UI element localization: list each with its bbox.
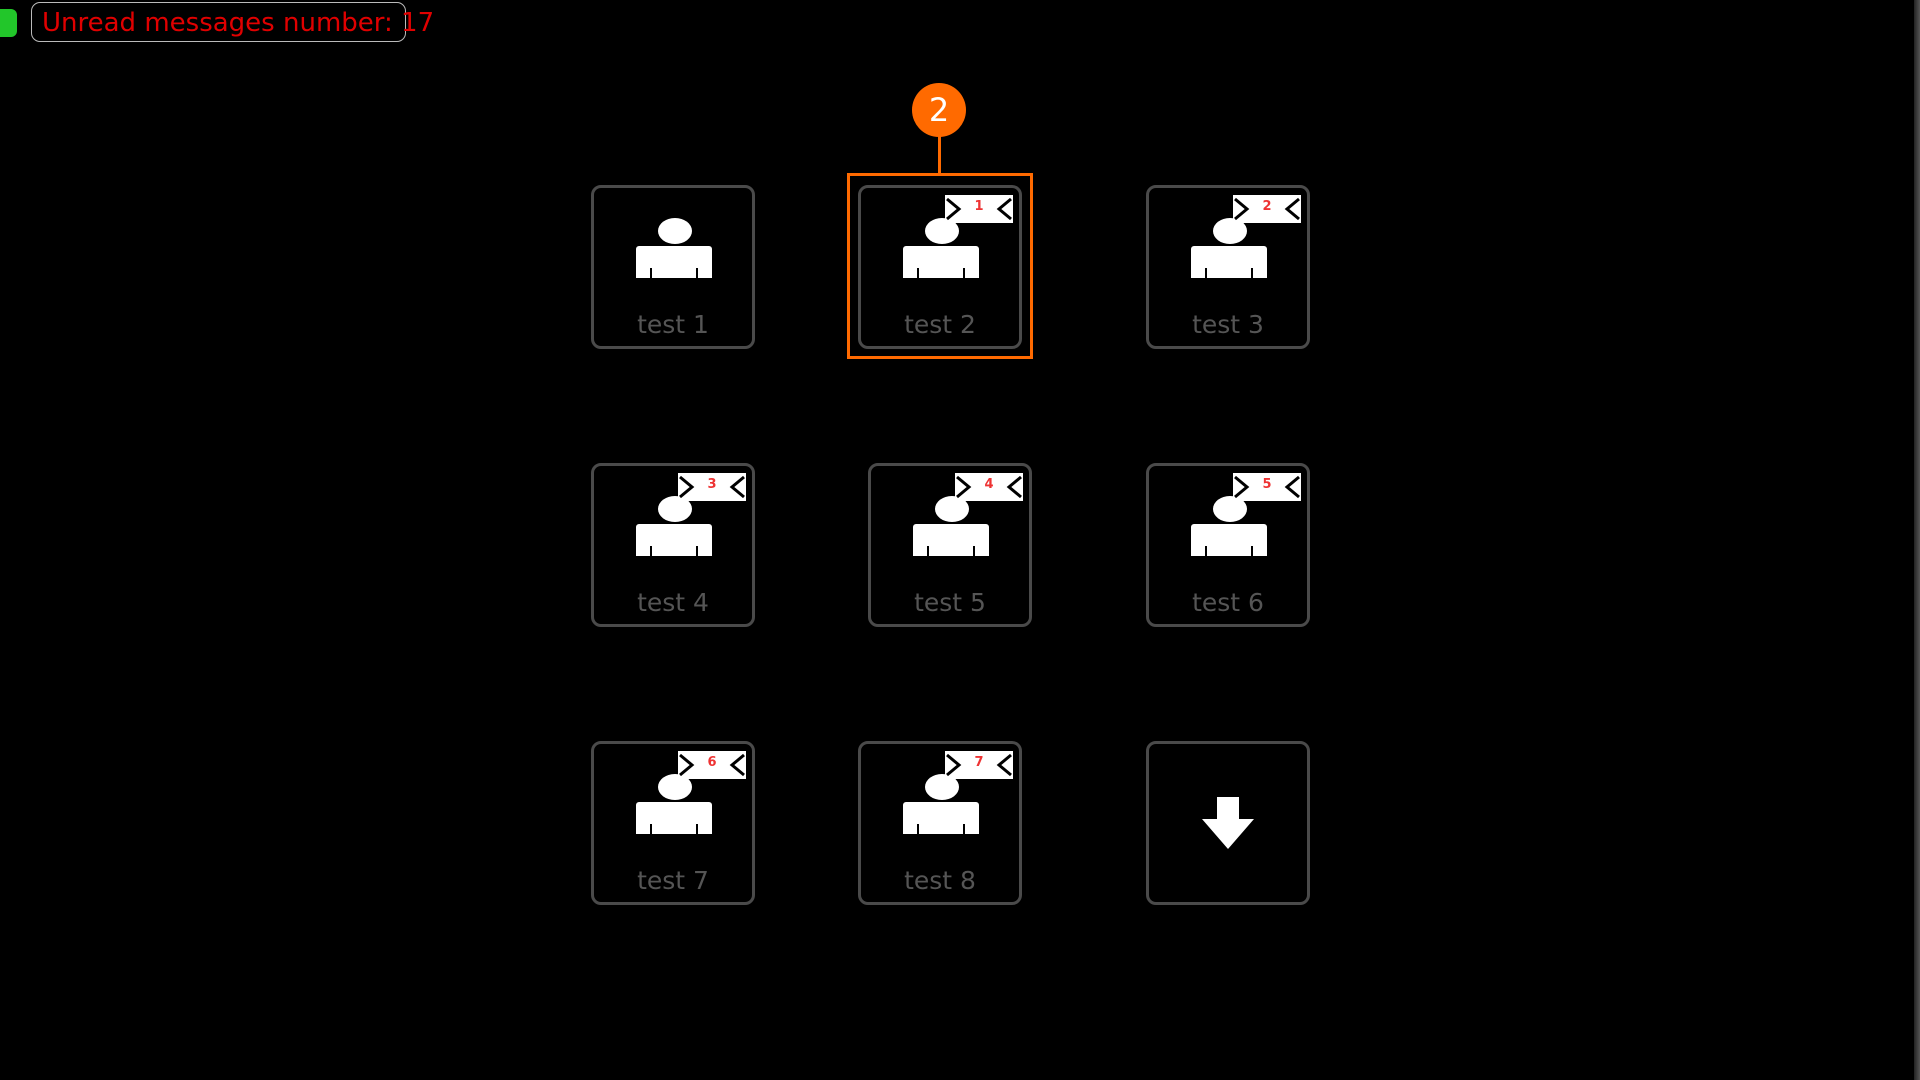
annotation-connector: [938, 135, 941, 175]
envelope-icon: 4: [955, 473, 1023, 501]
unread-messages-count: Unread messages number: 17: [31, 2, 434, 42]
scrollbar[interactable]: [1914, 0, 1920, 1080]
scroll-down-button[interactable]: [1146, 741, 1310, 905]
arrow-down-icon: [1202, 797, 1254, 849]
contact-name: test 2: [904, 310, 976, 339]
contact-tile[interactable]: 7 test 8: [858, 741, 1022, 905]
unread-badge: 1: [974, 199, 984, 214]
envelope-icon: 7: [945, 751, 1013, 779]
envelope-icon: 6: [678, 751, 746, 779]
contact-tile[interactable]: 3 test 4: [591, 463, 755, 627]
contact-tile[interactable]: 1 test 2: [858, 185, 1022, 349]
contact-name: test 7: [637, 866, 709, 895]
unread-badge: 4: [984, 477, 994, 492]
unread-badge: 5: [1262, 477, 1272, 492]
contact-tile[interactable]: 2 test 3: [1146, 185, 1310, 349]
contact-name: test 1: [637, 310, 709, 339]
user-icon: [913, 496, 989, 558]
contact-tile[interactable]: 5 test 6: [1146, 463, 1310, 627]
envelope-icon: 1: [945, 195, 1013, 223]
contact-name: test 5: [914, 588, 986, 617]
contact-name: test 6: [1192, 588, 1264, 617]
user-icon: [636, 774, 712, 836]
unread-badge: 7: [974, 755, 984, 770]
user-icon: [636, 218, 712, 280]
user-icon: [1191, 496, 1267, 558]
user-icon: [903, 774, 979, 836]
contact-name: test 8: [904, 866, 976, 895]
annotation-marker: 2: [912, 83, 966, 137]
contact-tile[interactable]: 4 test 5: [868, 463, 1032, 627]
envelope-icon: 5: [1233, 473, 1301, 501]
user-icon: [636, 496, 712, 558]
unread-badge: 3: [707, 477, 717, 492]
status-indicator: [0, 9, 17, 37]
contact-tile[interactable]: test 1: [591, 185, 755, 349]
contact-name: test 3: [1192, 310, 1264, 339]
contact-name: test 4: [637, 588, 709, 617]
envelope-icon: 3: [678, 473, 746, 501]
unread-badge: 2: [1262, 199, 1272, 214]
user-icon: [1191, 218, 1267, 280]
unread-badge: 6: [707, 755, 717, 770]
contact-tile[interactable]: 6 test 7: [591, 741, 755, 905]
envelope-icon: 2: [1233, 195, 1301, 223]
user-icon: [903, 218, 979, 280]
